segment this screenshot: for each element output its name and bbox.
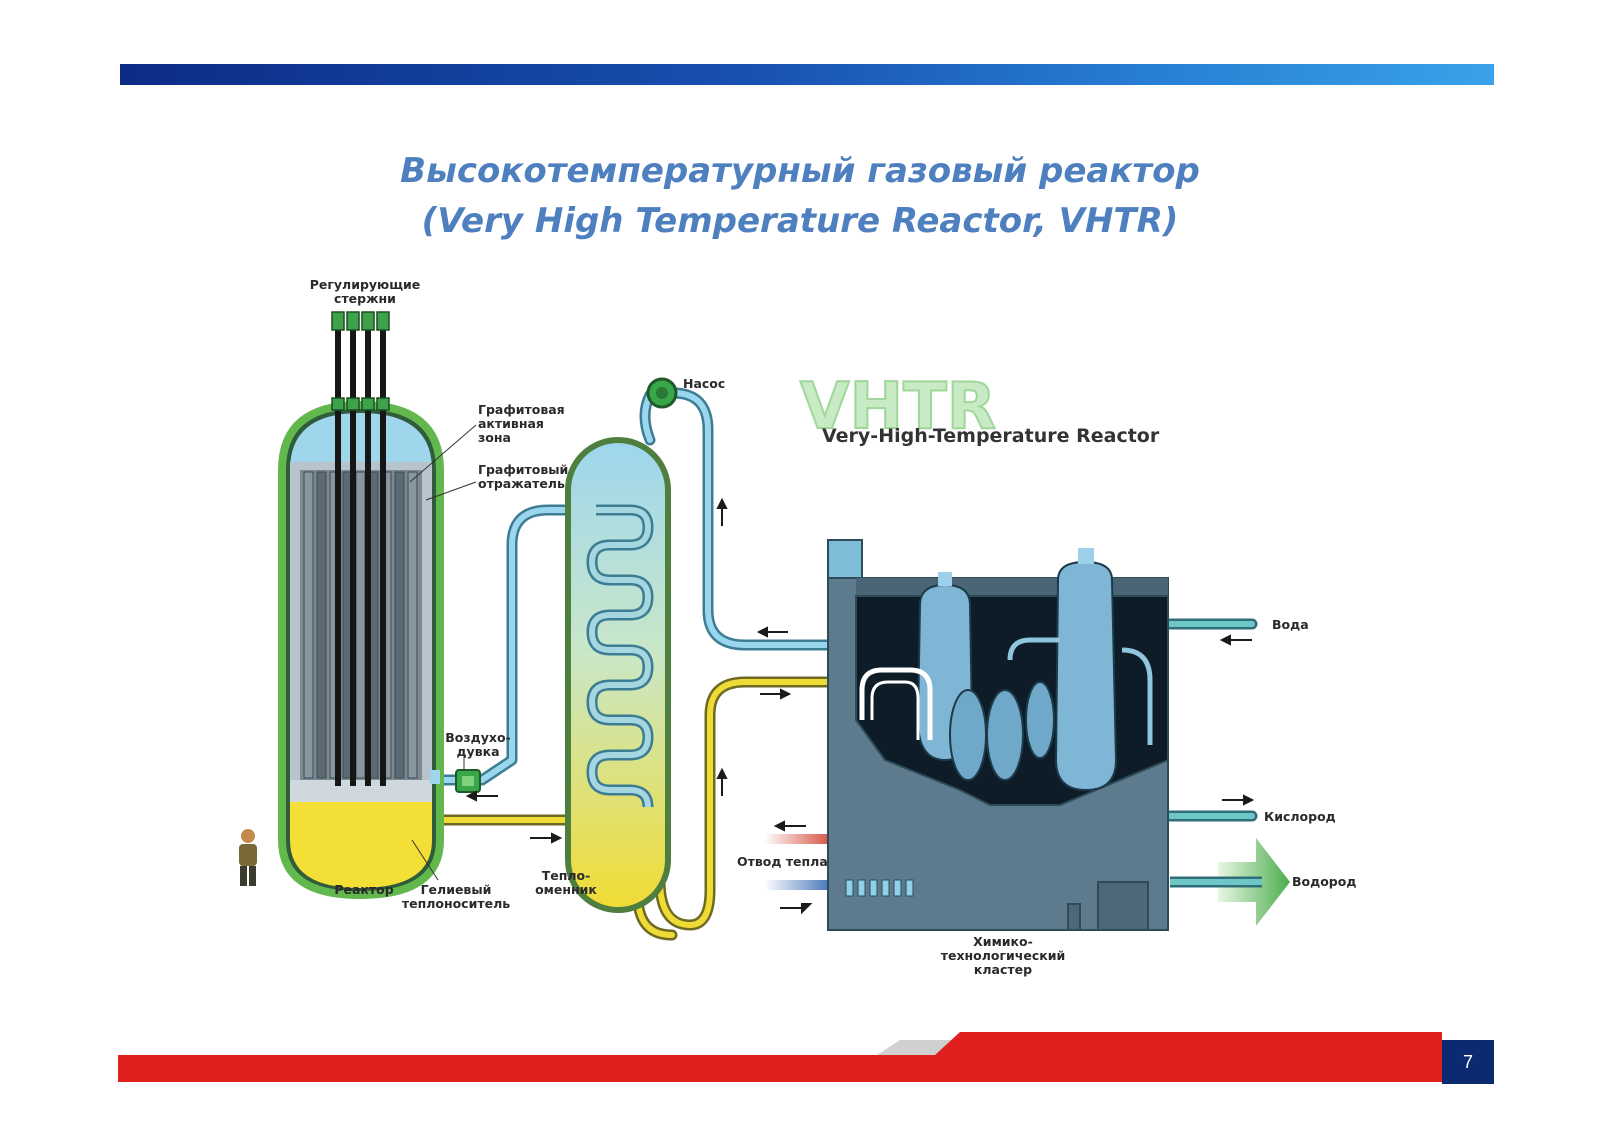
label-chem-cluster-1: Химико- (973, 934, 1033, 949)
rod-drive-top (361, 311, 375, 331)
slide-title: Высокотемпературный газовый реактор (Ver… (0, 146, 1600, 246)
person-figure (239, 829, 257, 886)
plant-window (905, 879, 914, 897)
plant-window (845, 879, 854, 897)
plant-window (893, 879, 902, 897)
label-pump: Насос (683, 376, 725, 391)
control-rod (335, 326, 341, 786)
plant-window (869, 879, 878, 897)
leader-lines (409, 424, 477, 881)
graphite-core-columns (303, 471, 418, 779)
title-line-english: (Very High Temperature Reactor, VHTR) (421, 201, 1179, 241)
graphite-column (407, 471, 418, 779)
rod-drive-top (376, 311, 390, 331)
control-rod (380, 326, 386, 786)
label-chem-cluster-3: кластер (974, 962, 1032, 977)
label-chem-cluster-2: технологический (941, 948, 1066, 963)
label-graphite-core-3: зона (478, 430, 511, 445)
rod-drive-bottom (331, 397, 345, 411)
label-heat-removal: Отвод тепла (737, 854, 828, 869)
label-blower-1: Воздухо- (445, 730, 510, 745)
vhtr-logo: VHTR Very-High-Temperature Reactor (799, 369, 1160, 447)
rod-drive-bottom (361, 397, 375, 411)
label-blower-2: дувка (456, 744, 499, 759)
label-oxygen: Кислород (1264, 809, 1336, 824)
label-helium-1: Гелиевый (421, 882, 492, 897)
label-heat-exchanger-1: Тепло- (542, 868, 591, 883)
label-graphite-core-2: активная (478, 416, 544, 431)
rod-drive-top (331, 311, 345, 331)
graphite-column (316, 471, 327, 779)
label-reactor: Реактор (334, 882, 393, 897)
graphite-column (355, 471, 366, 779)
rod-drive-bottom (346, 397, 360, 411)
flow-arrows (465, 497, 1255, 915)
graphite-column (394, 471, 405, 779)
coolant-pipes (434, 387, 1258, 941)
graphite-column (303, 471, 314, 779)
control-rods (335, 326, 386, 786)
label-control-rods-2: стержни (334, 291, 396, 306)
label-helium-2: теплоноситель (402, 896, 510, 911)
label-control-rods-1: Регулирующие (310, 277, 421, 292)
plant-windows (845, 879, 914, 897)
plant-window (881, 879, 890, 897)
bottom-footer-bar (118, 1032, 1442, 1082)
blower (455, 769, 481, 793)
title-line-russian: Высокотемпературный газовый реактор (400, 151, 1200, 191)
chemical-plant (827, 539, 1169, 931)
label-heat-exchanger-2: оменник (535, 882, 597, 897)
control-rod (365, 326, 371, 786)
top-header-bar (120, 64, 1494, 85)
label-graphite-reflector-1: Графитовый (478, 462, 568, 477)
control-rod-drives (331, 311, 390, 411)
logo-subtitle: Very-High-Temperature Reactor (822, 425, 1160, 447)
label-water: Вода (1272, 617, 1309, 632)
hydrogen-output-arrow (1170, 838, 1290, 926)
page-number: 7 (1442, 1040, 1494, 1084)
label-hydrogen: Водород (1292, 874, 1356, 889)
rod-drive-top (346, 311, 360, 331)
plant-window (857, 879, 866, 897)
pump (646, 377, 678, 409)
heat-exchanger (565, 437, 671, 913)
label-graphite-reflector-2: отражатель (478, 476, 565, 491)
logo-text: VHTR (800, 370, 996, 444)
diagram-labels: Регулирующие стержни Графитовая активная… (310, 277, 1357, 977)
rod-drive-bottom (376, 397, 390, 411)
label-graphite-core-1: Графитовая (478, 402, 565, 417)
control-rod (350, 326, 356, 786)
